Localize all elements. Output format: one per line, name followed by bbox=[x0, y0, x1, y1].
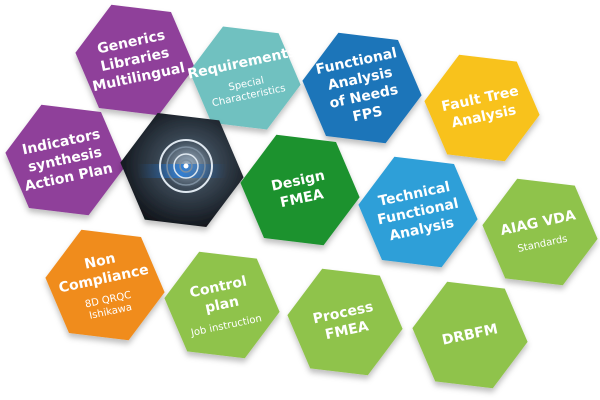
hex-drbfm bbox=[412, 281, 528, 389]
hex-non-compliance bbox=[45, 229, 165, 341]
hex-generics bbox=[75, 4, 195, 116]
hex-aiag-vda bbox=[482, 178, 598, 286]
hex-title-line: Non bbox=[83, 250, 117, 272]
hex-design-fmea bbox=[240, 134, 360, 246]
hex-shape-design-fmea bbox=[240, 134, 360, 246]
hex-shape-functional-analysis bbox=[302, 32, 422, 144]
hex-indicators bbox=[5, 104, 125, 216]
hex-control-plan bbox=[164, 251, 280, 359]
hex-shape-control-plan bbox=[164, 251, 280, 359]
hex-requirements bbox=[189, 26, 301, 130]
hex-title-line: FPS bbox=[351, 103, 384, 125]
hex-functional-analysis bbox=[302, 32, 422, 144]
hex-shape-indicators bbox=[5, 104, 125, 216]
hex-shape-drbfm bbox=[412, 281, 528, 389]
hex-shape-generics bbox=[75, 4, 195, 116]
hex-shape-fault-tree bbox=[424, 54, 540, 162]
hex-title-line: plan bbox=[204, 294, 241, 317]
hex-fault-tree bbox=[424, 54, 540, 162]
hex-shape-technical-analysis bbox=[358, 156, 478, 268]
hex-shape-process-fmea bbox=[287, 268, 403, 376]
hex-process-fmea bbox=[287, 268, 403, 376]
hex-technical-analysis bbox=[358, 156, 478, 268]
hex-shape-aiag-vda bbox=[482, 178, 598, 286]
hex-shape-non-compliance bbox=[45, 229, 165, 341]
photo-target-icon bbox=[137, 139, 227, 193]
hex-shape-requirements bbox=[189, 26, 301, 130]
